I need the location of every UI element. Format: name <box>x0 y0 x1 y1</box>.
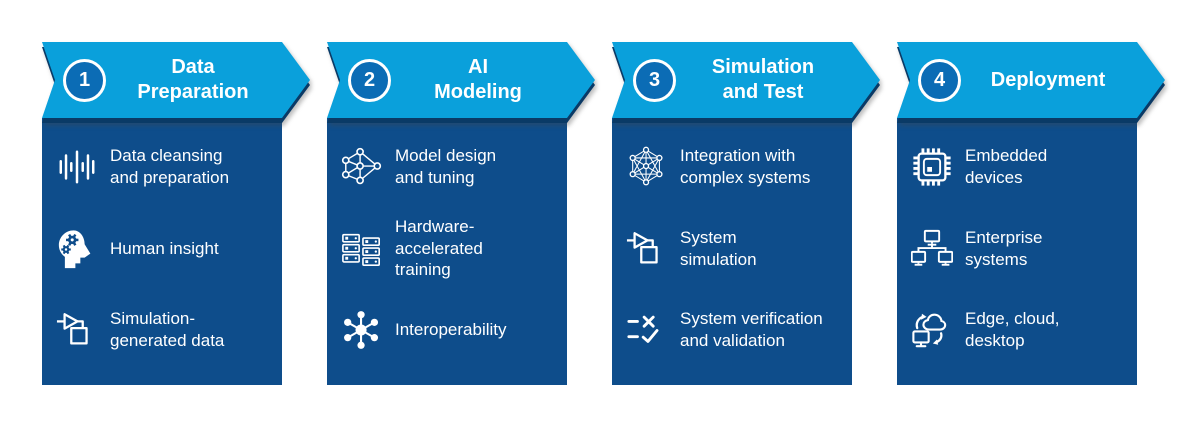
list-item: Integration with complex systems <box>626 138 846 196</box>
panel-simulation-and-test: 3 Simulation and Test <box>612 42 880 385</box>
step-number-badge: 1 <box>63 58 106 102</box>
step-body: Integration with complex systems System … <box>612 118 852 385</box>
step-body: Data cleansing and preparation <box>42 118 282 385</box>
cloud-desktop-icon <box>911 308 953 352</box>
item-label: Enterprise systems <box>965 227 1043 269</box>
step-header: 1 Data Preparation <box>42 42 310 118</box>
step-body: Model design and tuning <box>327 118 567 385</box>
step-arrow-banner: 1 Data Preparation <box>42 42 310 118</box>
enterprise-network-icon <box>911 227 953 271</box>
step-header: 2 AI Modeling <box>327 42 595 118</box>
list-item: Hardware- accelerated training <box>341 216 561 281</box>
item-label: Simulation- generated data <box>110 309 225 350</box>
panel-ai-modeling: 2 AI Modeling <box>327 42 595 385</box>
item-label: Human insight <box>110 238 219 258</box>
list-item: Edge, cloud, desktop <box>911 301 1131 359</box>
head-gears-icon <box>56 227 98 271</box>
step-arrow-banner: 3 Simulation and Test <box>612 42 880 118</box>
step-title: AI Modeling <box>434 56 522 103</box>
list-item: Embedded devices <box>911 138 1131 196</box>
panel-deployment: 4 Deployment <box>897 42 1165 385</box>
step-body: Embedded devices Enterprise systems <box>897 118 1137 385</box>
step-number-badge: 4 <box>918 58 961 102</box>
step-number-badge: 2 <box>348 58 391 102</box>
waveform-icon <box>56 145 98 189</box>
list-item: Data cleansing and preparation <box>56 138 276 196</box>
item-label: Integration with complex systems <box>680 146 811 187</box>
step-title: Simulation and Test <box>711 56 815 103</box>
chip-icon <box>911 145 953 189</box>
simulink-block-icon <box>56 308 98 352</box>
step-number-badge: 3 <box>633 58 676 102</box>
step-title: Data Preparation <box>137 56 249 103</box>
list-item: Interoperability <box>341 301 561 359</box>
step-header: 4 Deployment <box>897 42 1165 118</box>
item-label: Hardware- accelerated training <box>395 216 483 280</box>
step-title: Deployment <box>990 68 1106 91</box>
server-rack-icon <box>341 227 383 271</box>
list-item: Model design and tuning <box>341 138 561 196</box>
item-label: System verification and validation <box>680 309 823 350</box>
list-item: Simulation- generated data <box>56 301 276 359</box>
mesh-network-icon <box>626 145 668 189</box>
list-item: System simulation <box>626 220 846 278</box>
step-arrow-banner: 4 Deployment <box>897 42 1165 118</box>
hub-spoke-icon <box>341 308 383 352</box>
item-label: Data cleansing and preparation <box>110 146 230 187</box>
step-arrow-banner: 2 AI Modeling <box>327 42 595 118</box>
list-item: Enterprise systems <box>911 220 1131 278</box>
panel-data-preparation: 1 Data Preparation Data cleansing and pr… <box>42 42 310 385</box>
simulink-block-icon <box>626 227 668 271</box>
step-header: 3 Simulation and Test <box>612 42 880 118</box>
item-label: Edge, cloud, desktop <box>965 309 1060 350</box>
item-label: Model design and tuning <box>395 146 497 187</box>
item-label: Interoperability <box>395 320 507 340</box>
item-label: Embedded devices <box>965 146 1048 187</box>
item-label: System simulation <box>680 227 757 269</box>
neural-network-icon <box>341 145 383 189</box>
list-item: Human insight <box>56 220 276 278</box>
verification-check-icon <box>626 308 668 352</box>
list-item: System verification and validation <box>626 301 846 359</box>
